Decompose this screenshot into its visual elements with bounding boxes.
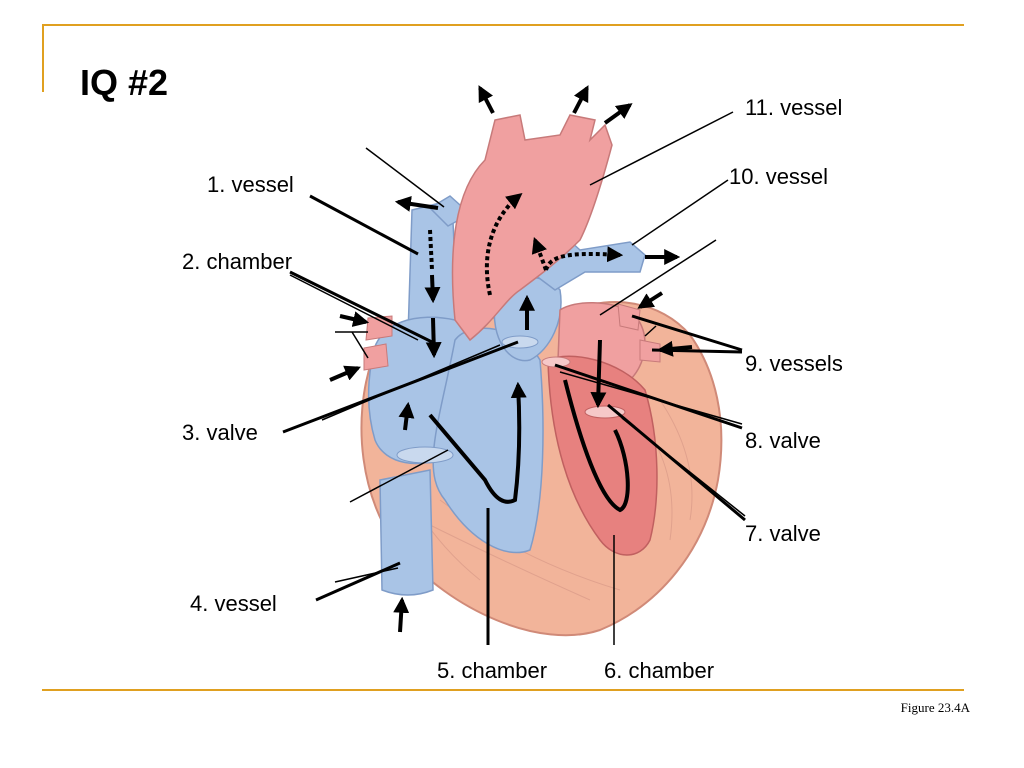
label-4-vessel: 4. vessel bbox=[190, 591, 277, 616]
top-rule bbox=[42, 24, 964, 26]
figure-caption: Figure 23.4A bbox=[900, 700, 970, 715]
label-3-valve: 3. valve bbox=[182, 420, 258, 445]
leader-lines bbox=[282, 111, 746, 645]
label-9-vessels: 9. vessels bbox=[745, 351, 843, 376]
aortic-valve-shape bbox=[541, 356, 571, 368]
left-side-vessel-lower bbox=[363, 343, 389, 371]
pulmonary-vein-lower bbox=[639, 339, 661, 363]
label-2-chamber: 2. chamber bbox=[182, 249, 293, 274]
bottom-rule bbox=[42, 689, 964, 691]
left-ventricle bbox=[547, 355, 658, 556]
label-8-valve: 8. valve bbox=[745, 428, 821, 453]
left-rule bbox=[42, 24, 44, 92]
slide-title: IQ #2 bbox=[80, 62, 169, 103]
label-5-chamber: 5. chamber bbox=[437, 658, 548, 683]
inferior-vena-cava bbox=[379, 469, 434, 596]
label-11-vessel: 11. vessel bbox=[745, 95, 843, 120]
label-1-vessel: 1. vessel bbox=[207, 172, 294, 197]
aorta bbox=[451, 114, 613, 342]
flow-arrows bbox=[329, 85, 693, 633]
tricuspid-valve-shape bbox=[396, 446, 454, 464]
pulmonary-vein-upper bbox=[617, 303, 641, 331]
label-6-chamber: 6. chamber bbox=[604, 658, 715, 683]
label-10-vessel: 10. vessel bbox=[729, 164, 829, 189]
mitral-valve-shape bbox=[584, 405, 626, 419]
flow-paths-dotted bbox=[428, 192, 624, 296]
label-7-valve: 7. valve bbox=[745, 521, 821, 546]
